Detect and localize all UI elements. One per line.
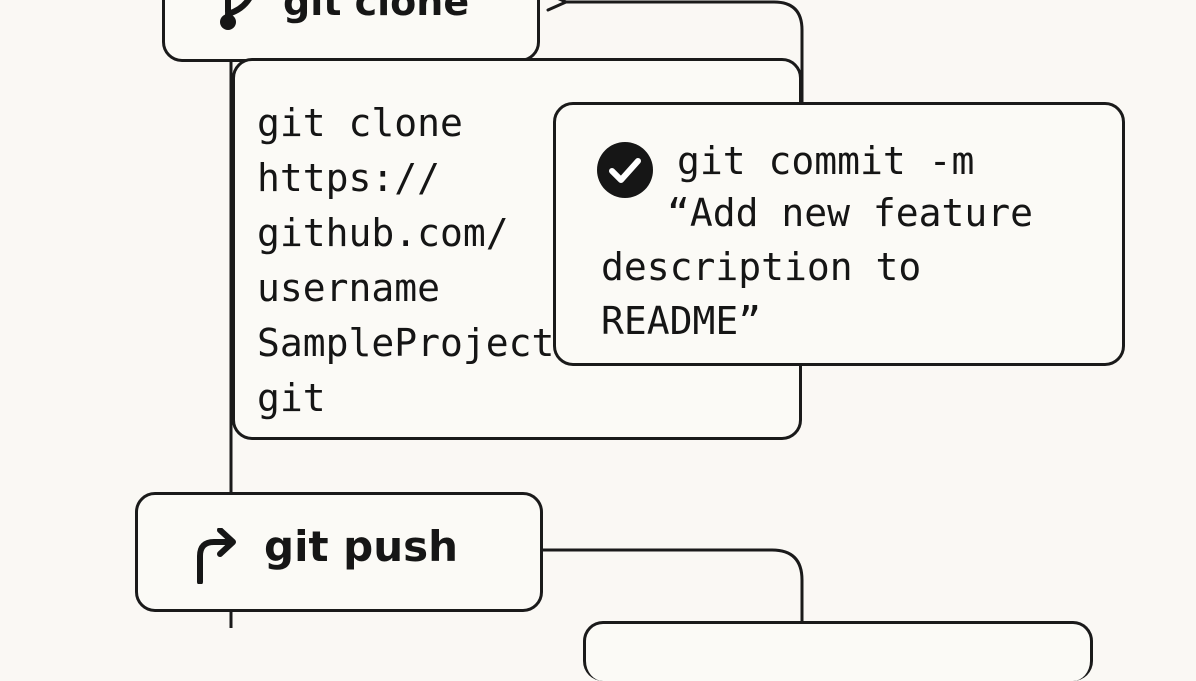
clone-command-line: github.com/ bbox=[257, 211, 509, 255]
loop-arrowhead bbox=[546, 0, 568, 12]
commit-message-text: “Add new feature description to README” bbox=[601, 186, 1033, 348]
clone-command-line: username bbox=[257, 266, 441, 310]
check-circle-icon bbox=[597, 142, 653, 198]
push-connector bbox=[543, 548, 804, 628]
commit-box bbox=[553, 102, 1125, 366]
push-step-title: git push bbox=[264, 522, 459, 571]
git-workflow-diagram: git clone git clone https:// github.com/… bbox=[135, 0, 1125, 681]
clone-command-text: git clone https:// github.com/ username … bbox=[257, 96, 554, 426]
loop-connector bbox=[566, 0, 804, 102]
commit-message-line: README” bbox=[601, 299, 762, 343]
arrow-turn-up-right-icon bbox=[197, 528, 236, 584]
commit-command-line: git commit -m bbox=[677, 139, 975, 183]
commit-message-line: “Add new feature bbox=[667, 191, 1034, 235]
clone-command-line: SampleProject bbox=[257, 321, 555, 365]
clone-command-line: https:// bbox=[257, 156, 441, 200]
next-step-box bbox=[583, 621, 1093, 681]
clone-command-line: git bbox=[257, 376, 326, 420]
clone-command-line: git clone bbox=[257, 101, 463, 145]
clone-step-title: git clone bbox=[283, 0, 470, 24]
git-branch-icon bbox=[220, 0, 252, 30]
commit-message-line: description to bbox=[601, 245, 922, 289]
